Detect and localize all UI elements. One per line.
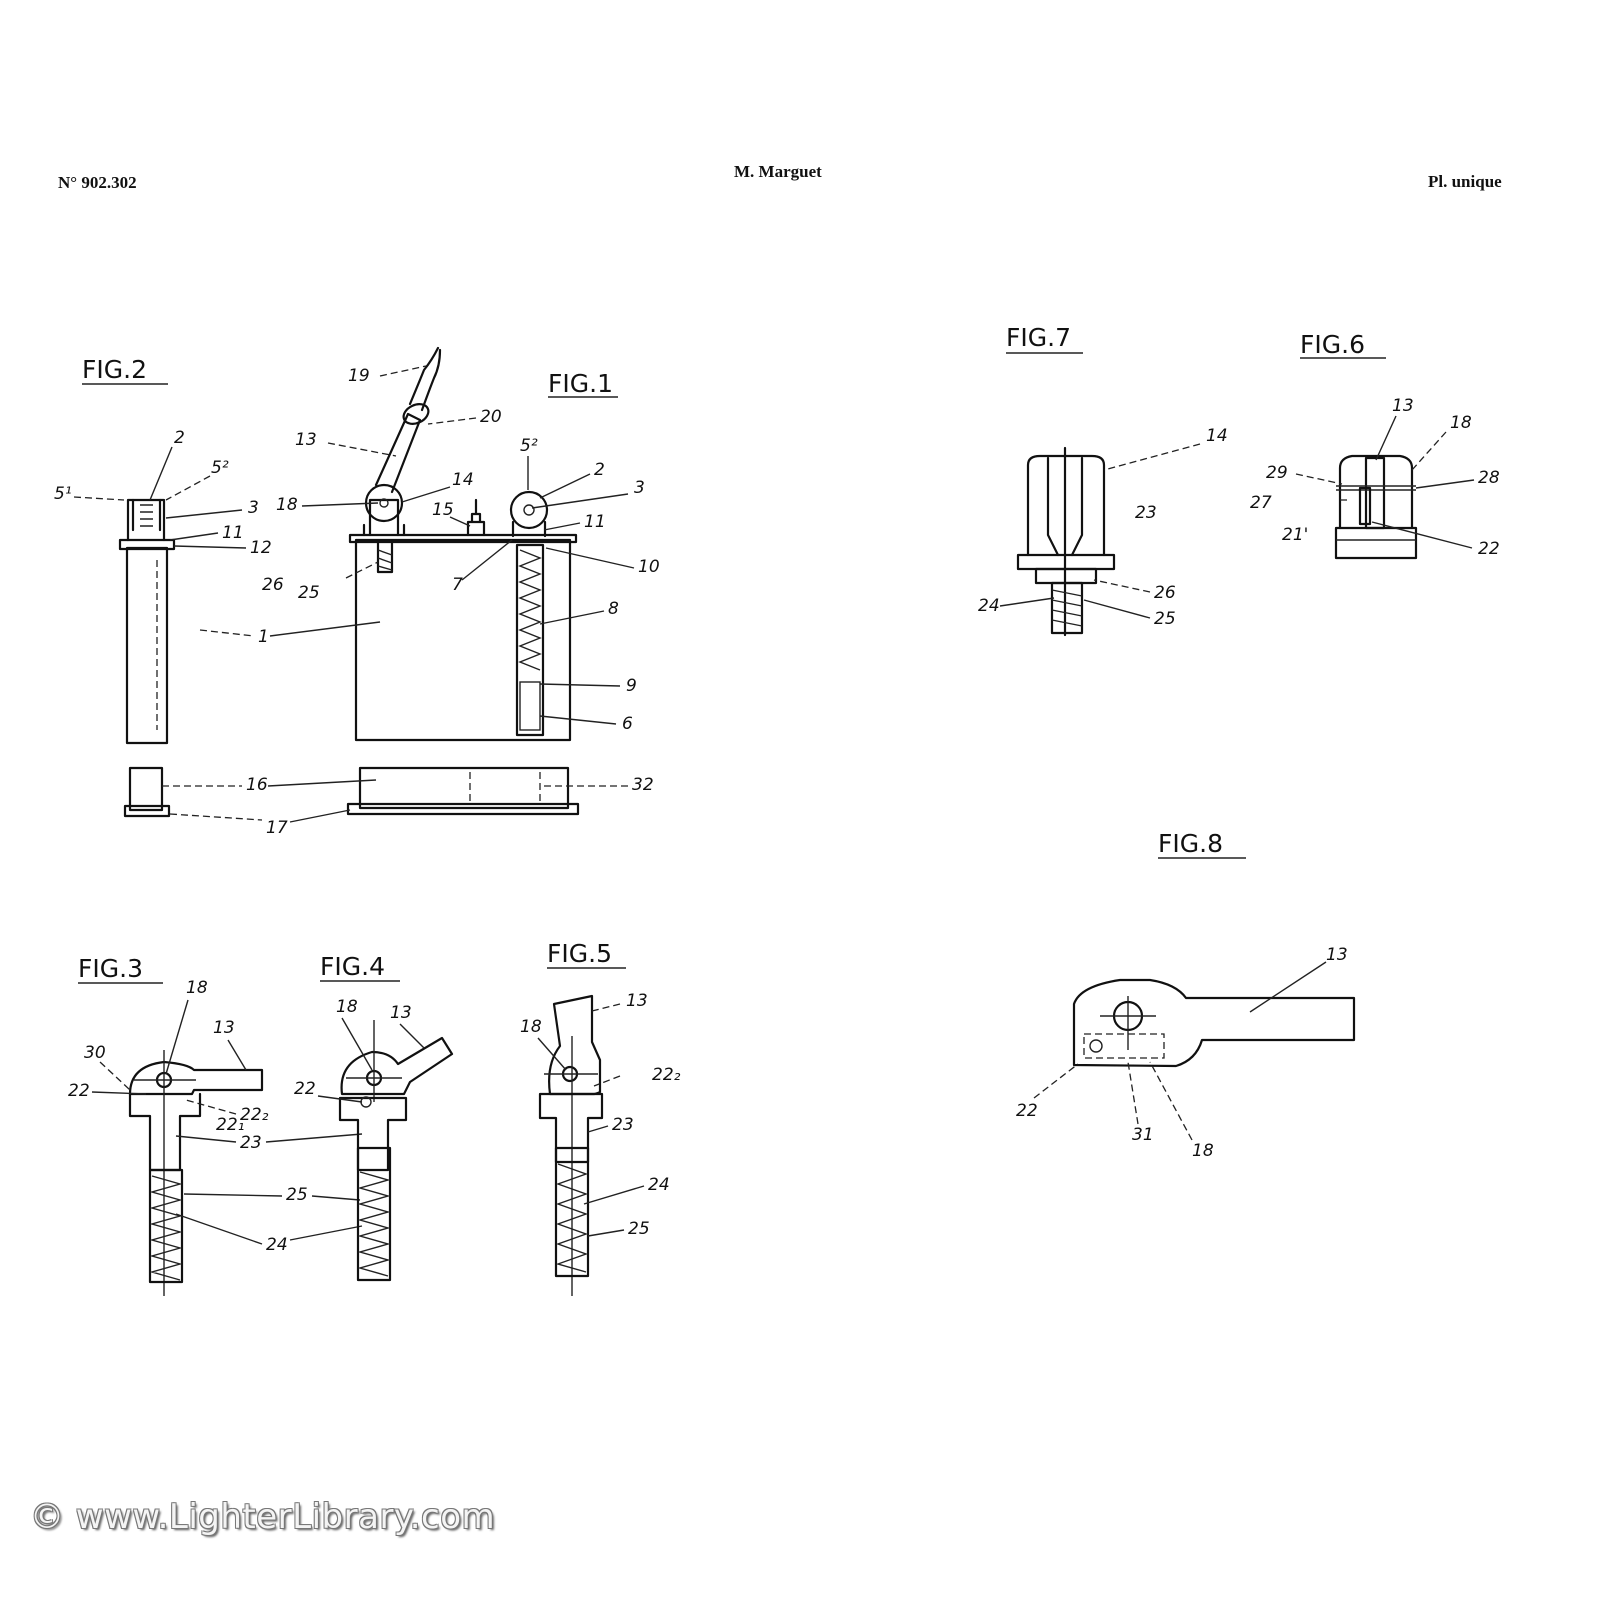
fig3-drawing <box>128 1050 264 1296</box>
fig4-label: 13 <box>390 1003 412 1023</box>
fig1-label: 8 <box>608 599 619 619</box>
fig1-drawing <box>346 346 580 816</box>
fig1-label: 17 <box>266 818 288 838</box>
fig7-drawing <box>1016 446 1116 637</box>
fig1-title: FIG.1 <box>548 369 613 398</box>
fig3-label: 22₁ <box>216 1115 244 1135</box>
fig2-drawing <box>118 498 176 818</box>
fig7-label: 26 <box>1154 583 1176 603</box>
fig3-label: 24 <box>266 1235 288 1255</box>
fig1-label: 15 <box>432 500 454 520</box>
fig1-label: 19 <box>348 366 370 386</box>
fig5-label: 24 <box>648 1175 670 1195</box>
fig2-label: 5² <box>211 458 229 478</box>
fig3-label: 23 <box>240 1133 262 1153</box>
fig7-label: 23 <box>1135 503 1157 523</box>
fig2-labels: 5¹ 2 5² 3 11 12 <box>54 428 272 558</box>
fig1-label: 6 <box>622 714 633 734</box>
fig2-label: 2 <box>174 428 185 448</box>
fig5-title: FIG.5 <box>547 939 612 968</box>
fig3-label: 22 <box>68 1081 90 1101</box>
fig1-label: 18 <box>276 495 298 515</box>
fig6-label: 21' <box>1282 525 1308 545</box>
fig6-label: 29 <box>1266 463 1288 483</box>
fig5-label: 23 <box>612 1115 634 1135</box>
fig1-label: 25 <box>298 583 320 603</box>
fig1-labels: 19 20 13 14 18 15 5² 2 3 11 10 26 25 7 1… <box>162 365 660 838</box>
watermark-text: © www.LighterLibrary.com <box>30 1497 496 1537</box>
fig6-drawing <box>1334 454 1418 560</box>
fig3-label: 25 <box>286 1185 308 1205</box>
fig7-labels: 14 23 26 24 25 <box>978 426 1228 629</box>
fig8-drawing <box>1072 978 1356 1068</box>
fig1-label: 2 <box>594 460 605 480</box>
fig6-label: 27 <box>1250 493 1272 513</box>
fig3-title: FIG.3 <box>78 954 143 983</box>
fig6-labels: 13 18 29 28 27 21' 22 <box>1250 396 1500 559</box>
plate-label: Pl. unique <box>1428 172 1502 191</box>
fig7-label: 14 <box>1206 426 1228 446</box>
fig5-label: 25 <box>628 1219 650 1239</box>
fig4-label: 22 <box>294 1079 316 1099</box>
fig1-label: 1 <box>258 627 269 647</box>
fig5-label: 18 <box>520 1017 542 1037</box>
fig8-label: 22 <box>1016 1101 1038 1121</box>
fig2-label: 11 <box>222 523 244 543</box>
fig1-label: 16 <box>246 775 268 795</box>
fig4-drawing <box>338 1020 454 1282</box>
fig1-label: 5² <box>520 436 538 456</box>
fig1-label: 11 <box>584 512 606 532</box>
fig7-title: FIG.7 <box>1006 323 1071 352</box>
fig2-label: 3 <box>248 498 259 518</box>
fig3-label: 22₂ <box>240 1105 269 1125</box>
fig1-label: 3 <box>634 478 645 498</box>
fig8-label: 18 <box>1192 1141 1214 1161</box>
fig5-labels: 18 13 22₂ 23 24 25 <box>520 991 681 1239</box>
fig4-label: 18 <box>336 997 358 1017</box>
fig2-label: 5¹ <box>54 484 72 504</box>
fig8-label: 31 <box>1132 1125 1154 1145</box>
fig8-labels: 13 22 31 18 <box>1016 945 1348 1161</box>
fig1-label: 20 <box>480 407 502 427</box>
fig5-drawing <box>538 994 604 1296</box>
fig2-title: FIG.2 <box>82 355 147 384</box>
fig3-labels: 18 13 30 22 22₂ 22₁ 23 25 24 <box>68 978 363 1255</box>
fig6-label: 18 <box>1450 413 1472 433</box>
fig8-title: FIG.8 <box>1158 829 1223 858</box>
fig7-label: 24 <box>978 596 1000 616</box>
fig6-label: 13 <box>1392 396 1414 416</box>
fig3-label: 30 <box>84 1043 106 1063</box>
fig5-label: 22₂ <box>652 1065 681 1085</box>
fig8-label: 13 <box>1326 945 1348 965</box>
inventor-name: M. Marguet <box>734 162 822 181</box>
fig1-label: 14 <box>452 470 474 490</box>
fig6-title: FIG.6 <box>1300 330 1365 359</box>
fig2-label: 12 <box>250 538 272 558</box>
fig6-label: 28 <box>1478 468 1500 488</box>
fig1-label: 10 <box>638 557 660 577</box>
fig6-label: 22 <box>1478 539 1500 559</box>
fig5-label: 13 <box>626 991 648 1011</box>
fig4-title: FIG.4 <box>320 952 385 981</box>
fig1-label: 9 <box>626 676 637 696</box>
fig1-label: 32 <box>632 775 654 795</box>
fig3-label: 13 <box>213 1018 235 1038</box>
fig1-label: 13 <box>295 430 317 450</box>
fig3-label: 18 <box>186 978 208 998</box>
patent-number: N° 902.302 <box>58 173 137 192</box>
fig1-label: 7 <box>452 575 463 595</box>
fig1-label: 26 <box>262 575 284 595</box>
fig7-label: 25 <box>1154 609 1176 629</box>
fig4-labels: 18 13 22 <box>294 997 425 1103</box>
